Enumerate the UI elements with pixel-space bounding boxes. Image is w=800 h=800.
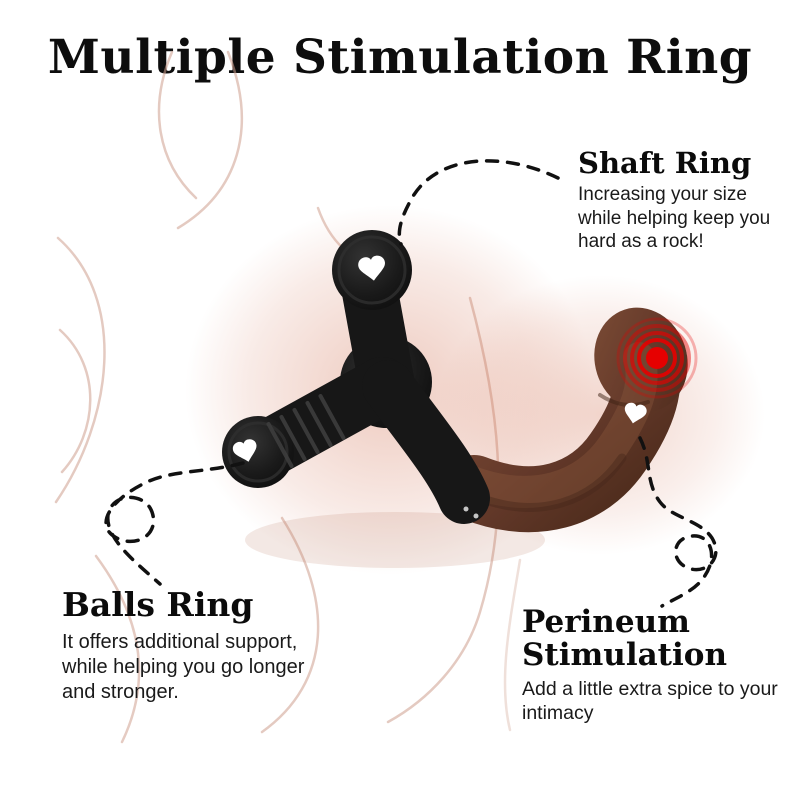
ribbed-texture: [266, 394, 346, 468]
callout-perineum-stimulation: Perineum Stimulation Add a little extra …: [522, 606, 784, 726]
callout-dashed-lines: [104, 159, 718, 608]
shaft-ring-description: Increasing your size while helping keep …: [578, 184, 771, 252]
heart-icons: [232, 255, 647, 462]
vibration-dot: [646, 347, 668, 369]
perineum-description: Add a little extra spice to your intimac…: [522, 678, 778, 724]
highlight-dot: [463, 506, 469, 512]
callout-shaft-ring: Shaft Ring Increasing your size while he…: [578, 148, 792, 253]
heart-icon: [624, 402, 647, 424]
perineum-heading: Perineum Stimulation: [522, 604, 727, 673]
cock-ring-graphic: [222, 230, 490, 524]
page-title: Multiple Stimulation Ring: [47, 30, 753, 85]
balls-ring-callout-line: [104, 461, 245, 586]
shaft-ring-heading: Shaft Ring: [578, 146, 752, 180]
balls-ring-heading: Balls Ring: [62, 585, 254, 624]
shaft-ring-callout-line: [397, 159, 560, 246]
vibration-waves-icon: [616, 317, 698, 399]
heart-icon: [232, 439, 257, 462]
balls-ring-description: It offers additional support, while help…: [62, 630, 305, 703]
perineum-callout-line: [638, 436, 718, 608]
heart-icon: [358, 255, 385, 281]
callout-balls-ring: Balls Ring It offers additional support,…: [62, 585, 338, 705]
highlight-dot: [473, 513, 479, 519]
